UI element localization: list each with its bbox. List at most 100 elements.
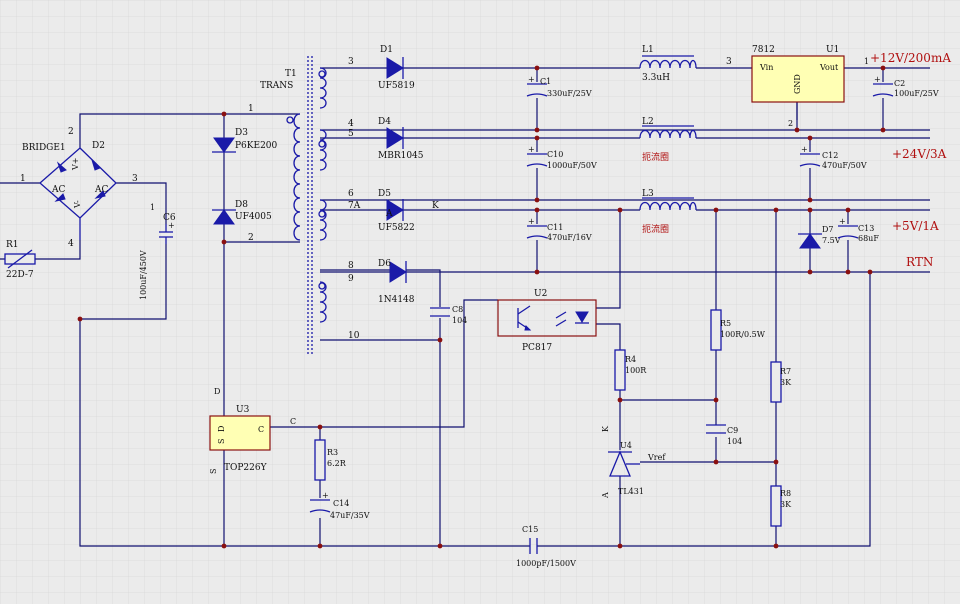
u4-ref: U4 [620,441,632,450]
d4-value: MBR1045 [378,151,424,161]
bridge-vplus: V+ [71,158,80,171]
u3-top-switch[interactable] [209,415,271,451]
u4-k: K [601,425,610,432]
wires [0,67,930,547]
d3-value: P6KE200 [235,141,278,151]
r5-value: 100R/0.5W [720,330,766,339]
r3-resistor[interactable] [314,439,326,481]
c10-plus: + [528,145,535,154]
c15-capacitor[interactable] [529,538,538,554]
c10-value: 1000uF/50V [547,161,597,170]
c15-value: 1000pF/1500V [516,559,576,568]
u1-pin2: 2 [788,119,793,128]
r1-thermistor[interactable] [4,249,36,269]
u2-optocoupler[interactable] [497,299,597,337]
r4-value: 100R [625,366,647,375]
u1-regulator[interactable] [751,55,845,103]
c11-value: 470uF/16V [547,233,592,242]
c11-plus: + [528,217,535,226]
output-24v-label: +24V/3A [892,147,947,161]
t1-pin6: 6 [348,189,354,199]
u3-c-pin: C [290,417,296,426]
d3-tvs-diode[interactable] [212,137,236,153]
output-12v-label: +12V/200mA [870,51,951,65]
bridge-vminus: V- [73,200,82,209]
r8-value: 3K [780,500,792,509]
c12-capacitor[interactable] [799,153,821,167]
d8-diode[interactable] [212,209,236,225]
c1-plus: + [528,75,535,84]
r4-resistor[interactable] [614,349,626,391]
c14-ref: C14 [333,499,349,508]
c13-ref: C13 [858,224,874,233]
d1-diode[interactable] [386,57,404,79]
l2-ref: L2 [642,117,654,127]
t1-pin9: 9 [348,274,354,284]
u2-ref: U2 [534,289,547,299]
c2-ref: C2 [894,79,905,88]
d1-ref: D1 [380,45,393,55]
c11-capacitor[interactable] [526,225,548,239]
u3-s-inner: S [217,439,226,444]
d4-diode[interactable] [386,127,404,149]
c6-ref: C6 [163,213,176,223]
u3-c-inner: C [258,425,264,434]
r8-resistor[interactable] [770,485,782,527]
r3-value: 6.2R [327,459,347,468]
c8-capacitor[interactable] [430,307,450,317]
r1-value: 22D-7 [6,270,34,280]
bridge-pin2: 2 [68,127,74,137]
bridge-pin3: 3 [132,174,138,184]
u4-tl431[interactable] [608,450,640,477]
d6-value: 1N4148 [378,295,415,305]
bridge-pin1: 1 [20,174,26,184]
l1-inductor[interactable] [639,55,697,69]
u4-a: A [601,492,610,499]
c12-plus: + [801,145,808,154]
c13-capacitor[interactable] [837,225,859,239]
c1-capacitor[interactable] [526,83,548,97]
c6-capacitor[interactable] [159,224,173,244]
r1-ref: R1 [6,240,19,250]
l1-pin: 3 [726,57,732,67]
c6-value: 100uF/450V [139,250,148,300]
t1-pin3: 3 [348,57,354,67]
t1-pin2: 2 [248,233,254,243]
output-5v-label: +5V/1A [892,219,939,233]
t1-pin4: 4 [348,119,354,129]
u1-part: 7812 [752,45,775,55]
r4-ref: R4 [625,355,636,364]
l2-inductor[interactable] [639,125,697,139]
transformer-t1[interactable] [286,56,327,355]
bridge-ac1: AC [51,185,65,195]
d2-ref: D2 [92,141,105,151]
c2-capacitor[interactable] [872,83,894,97]
l2-value: 扼流圈 [642,151,669,163]
t1-pin8: 8 [348,261,354,271]
c9-ref: C9 [727,426,738,435]
vref-label: Vref [647,453,666,462]
l1-ref: L1 [642,45,654,55]
l3-inductor[interactable] [639,197,697,211]
r5-resistor[interactable] [710,309,722,351]
d7-zener[interactable] [798,233,822,249]
r7-ref: R7 [780,367,791,376]
bridge-ref: BRIDGE1 [22,143,66,153]
bridge-ac2: AC [94,185,108,195]
c11-ref: C11 [547,223,563,232]
bridge-rectifier[interactable]: AC AC V+ V- [39,147,117,240]
c6-pin: 1 [150,203,155,212]
r7-resistor[interactable] [770,361,782,403]
d5-diode[interactable] [386,199,404,221]
d6-diode[interactable] [389,261,407,283]
c12-value: 470uF/50V [822,161,867,170]
c10-capacitor[interactable] [526,153,548,167]
d5-ref: D5 [378,189,391,199]
t1-pin10: 10 [348,331,360,341]
c15-ref: C15 [522,525,538,534]
c9-capacitor[interactable] [706,424,726,434]
c2-value: 100uF/25V [894,89,939,98]
c14-capacitor[interactable] [309,499,331,513]
r7-value: 3K [780,378,792,387]
